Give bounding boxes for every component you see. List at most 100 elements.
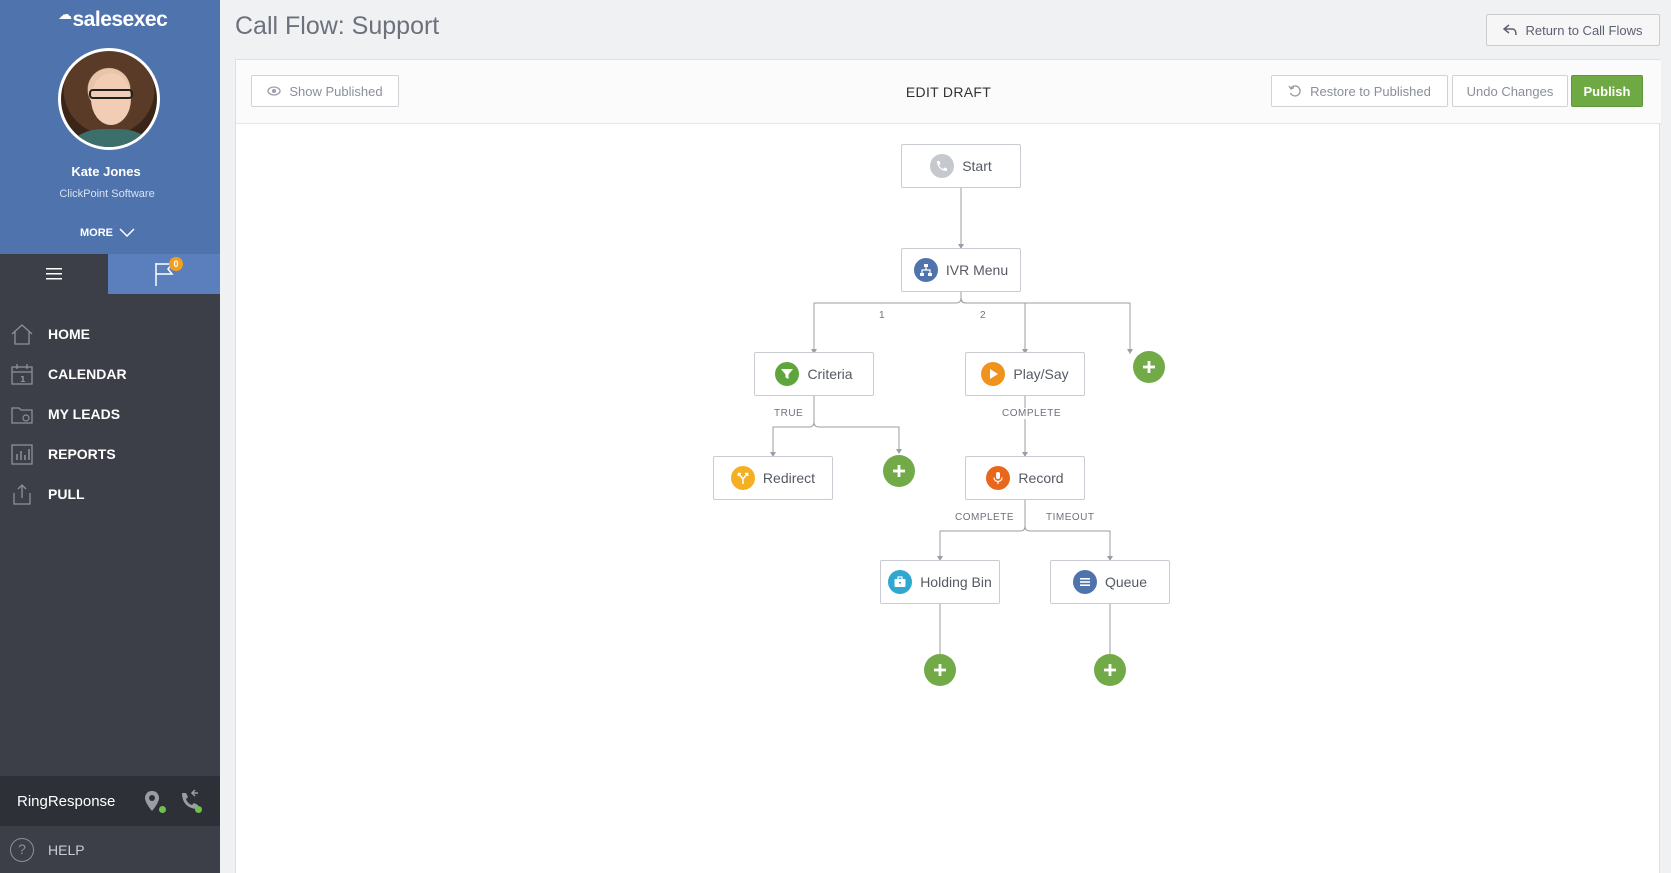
calendar-icon: 1 (11, 364, 33, 385)
help-label: HELP (48, 841, 85, 858)
undo-icon (1288, 85, 1301, 97)
plus-icon (893, 465, 905, 477)
home-icon (11, 324, 33, 345)
node-label: Holding Bin (920, 574, 992, 590)
play-icon (981, 362, 1006, 386)
flow-node-criteria[interactable]: Criteria (754, 352, 874, 396)
reports-icon (11, 444, 33, 465)
flow-connectors (770, 188, 1133, 656)
nav-item-pull[interactable]: PULL (0, 474, 220, 514)
nav-item-home[interactable]: HOME (0, 314, 220, 354)
briefcase-icon (888, 570, 913, 594)
show-published-label: Show Published (289, 83, 383, 99)
avatar[interactable] (58, 48, 160, 150)
nav-label: CALENDAR (48, 366, 127, 382)
edge-label-timeout: TIMEOUT (1043, 512, 1098, 523)
sitemap-icon (913, 258, 938, 282)
logo-cloud-icon: ☁ (58, 6, 72, 22)
edge-label-complete: COMPLETE (952, 512, 1018, 523)
edge-label-option-2: 2 (977, 310, 990, 321)
nav-item-calendar[interactable]: 1 CALENDAR (0, 354, 220, 394)
location-icon[interactable] (142, 789, 166, 813)
show-published-button[interactable]: Show Published (251, 75, 399, 107)
main-nav: HOME 1 CALENDAR MY LEADS REPORTS PULL (0, 314, 220, 514)
notifications-tab[interactable]: 0 (108, 254, 220, 294)
edge-label-option-1: 1 (876, 310, 889, 321)
user-company: ClickPoint Software (59, 188, 155, 200)
more-toggle[interactable]: MORE (80, 227, 135, 239)
menu-tab[interactable] (0, 254, 108, 294)
flow-node-play-say[interactable]: Play/Say (965, 352, 1085, 396)
flow-node-redirect[interactable]: Redirect (713, 456, 833, 500)
reply-arrow-icon (1503, 24, 1518, 36)
ringresponse-label: RingResponse (17, 792, 116, 810)
hamburger-icon (46, 268, 62, 280)
return-label: Return to Call Flows (1525, 22, 1643, 38)
nav-label: PULL (48, 486, 85, 502)
restore-label: Restore to Published (1310, 83, 1431, 99)
nav-item-reports[interactable]: REPORTS (0, 434, 220, 474)
page-title: Call Flow: Support (235, 12, 440, 40)
pull-icon (13, 484, 31, 505)
flow-node-holding-bin[interactable]: Holding Bin (880, 560, 1000, 604)
eye-icon (267, 86, 282, 96)
node-label: Play/Say (1013, 366, 1069, 382)
help-icon: ? (10, 837, 34, 862)
notification-badge: 0 (169, 257, 183, 271)
chevron-down-icon (119, 228, 135, 238)
flow-panel: EDIT DRAFT Show Published Restore to Pub… (235, 59, 1661, 873)
undo-label: Undo Changes (1466, 83, 1554, 99)
microphone-icon (986, 466, 1011, 490)
sidebar: ☁ salesexec Kate Jones ClickPoint Softwa… (0, 0, 220, 873)
avatar-shirt (73, 129, 149, 147)
node-label: Start (962, 158, 992, 174)
flow-node-start[interactable]: Start (901, 144, 1021, 188)
add-step-button[interactable] (924, 654, 956, 686)
node-label: Record (1018, 470, 1064, 486)
edge-label-complete: COMPLETE (999, 408, 1065, 419)
user-name: Kate Jones (71, 164, 141, 179)
restore-to-published-button[interactable]: Restore to Published (1271, 75, 1448, 107)
undo-changes-button[interactable]: Undo Changes (1452, 75, 1568, 107)
avatar-face (91, 73, 131, 125)
phone-icon (930, 154, 955, 178)
node-label: Redirect (762, 470, 816, 486)
list-icon (1072, 570, 1097, 594)
nav-item-my-leads[interactable]: MY LEADS (0, 394, 220, 434)
plus-icon (1104, 664, 1116, 676)
ringresponse-bar[interactable]: RingResponse (0, 776, 220, 826)
flow-node-ivr-menu[interactable]: IVR Menu (901, 248, 1021, 292)
node-label: Queue (1104, 574, 1148, 590)
phone-transfer-icon[interactable] (178, 789, 202, 813)
edge-label-true: TRUE (771, 408, 807, 419)
flow-node-record[interactable]: Record (965, 456, 1085, 500)
leads-icon (11, 407, 33, 424)
logo-text: salesexec (72, 8, 168, 31)
ringresponse-icons (142, 789, 202, 813)
nav-label: HOME (48, 326, 90, 342)
add-step-button[interactable] (883, 455, 915, 487)
publish-button[interactable]: Publish (1571, 75, 1643, 107)
fork-icon (730, 466, 755, 490)
add-step-button[interactable] (1133, 351, 1165, 383)
mode-label: EDIT DRAFT (905, 84, 992, 100)
node-label: IVR Menu (945, 262, 1009, 278)
panel-toolbar: EDIT DRAFT Show Published Restore to Pub… (236, 60, 1661, 124)
add-step-button[interactable] (1094, 654, 1126, 686)
flow-node-queue[interactable]: Queue (1050, 560, 1170, 604)
plus-icon (934, 664, 946, 676)
publish-label: Publish (1583, 83, 1631, 99)
return-to-call-flows-button[interactable]: Return to Call Flows (1486, 14, 1660, 46)
avatar-glasses (89, 89, 133, 99)
plus-icon (1143, 361, 1155, 373)
filter-icon (775, 362, 800, 386)
node-label: Criteria (807, 366, 853, 382)
help-link[interactable]: ? HELP (0, 826, 220, 873)
location-status-dot (159, 806, 166, 813)
logo[interactable]: ☁ salesexec (58, 6, 168, 32)
flag-icon (155, 263, 174, 286)
nav-label: MY LEADS (48, 406, 121, 422)
profile-panel: ☁ salesexec Kate Jones ClickPoint Softwa… (0, 0, 220, 254)
phone-status-dot (195, 806, 202, 813)
svg-text:1: 1 (20, 375, 26, 384)
